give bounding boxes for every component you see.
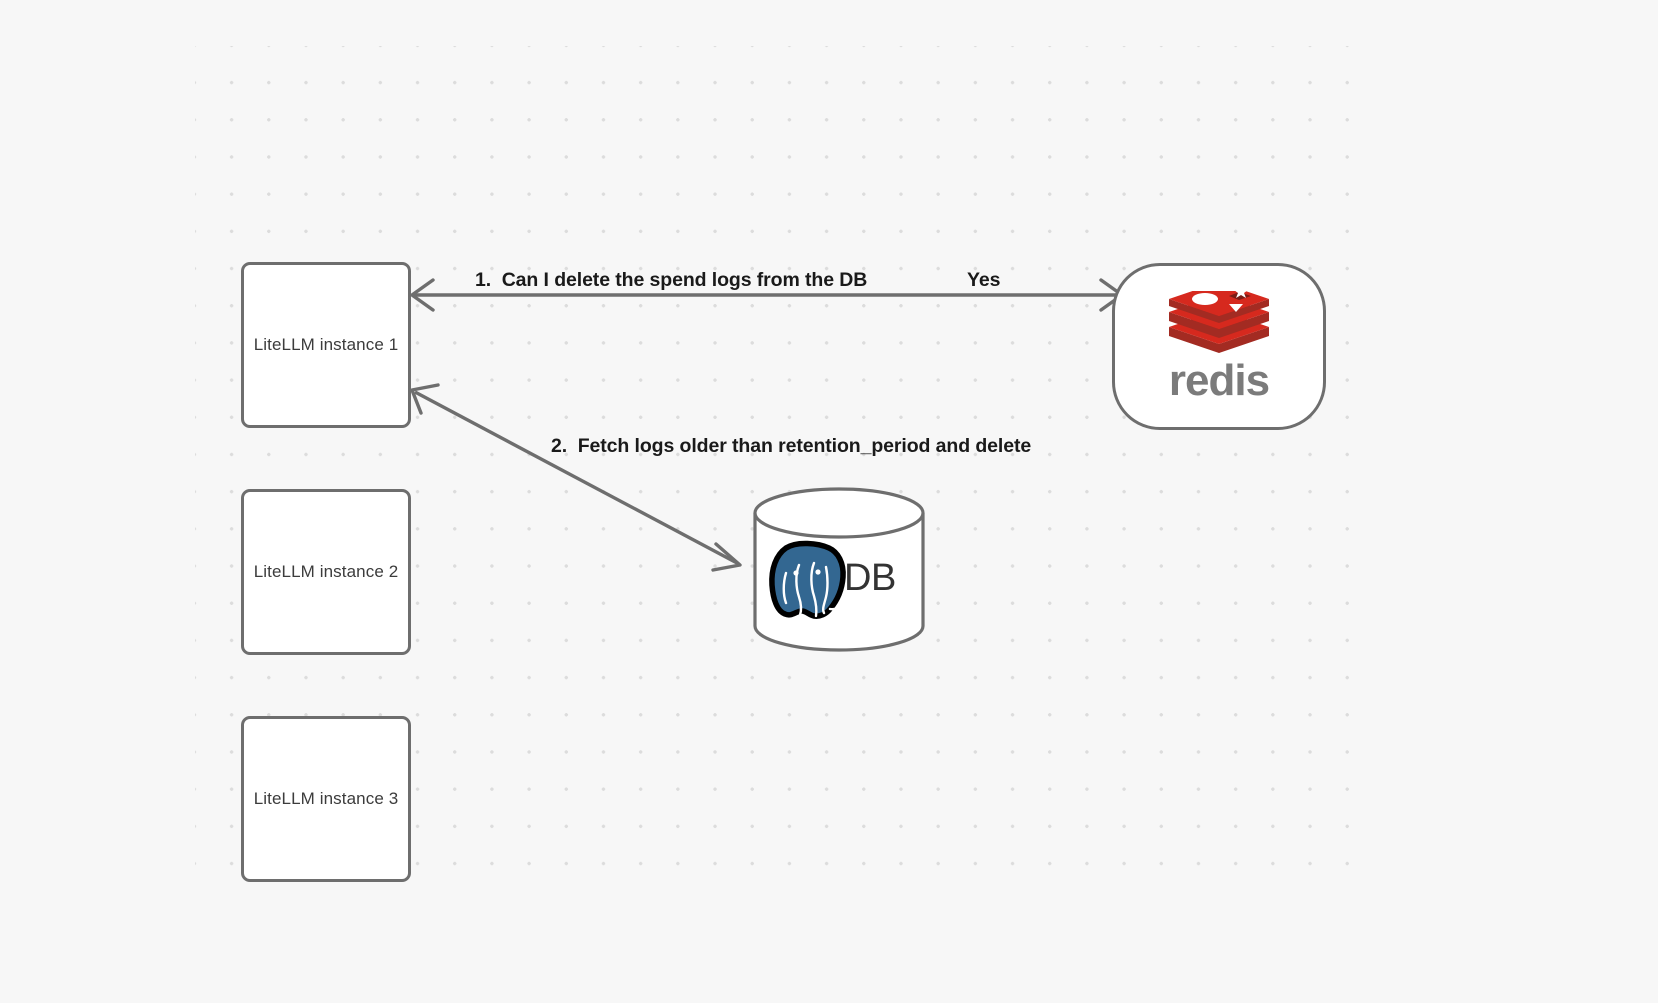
database-label: DB <box>844 557 896 599</box>
redis-wordmark: redis <box>1168 355 1270 405</box>
node-litellm-instance-1-label: LiteLLM instance 1 <box>253 335 399 354</box>
edge-label-1: 1. Can I delete the spend logs from the … <box>475 269 868 291</box>
node-litellm-instance-2[interactable]: LiteLLM instance 2 <box>241 489 411 655</box>
node-litellm-instance-3[interactable]: LiteLLM instance 3 <box>241 716 411 882</box>
node-litellm-instance-2-label: LiteLLM instance 2 <box>253 562 399 581</box>
arrowhead-upleft <box>410 383 440 415</box>
redis-logo-icon <box>1169 290 1269 353</box>
arrowhead-downright <box>711 542 742 572</box>
node-litellm-instance-3-label: LiteLLM instance 3 <box>253 789 399 808</box>
arrowhead-left <box>410 278 435 312</box>
edge-label-2: 2. Fetch logs older than retention_perio… <box>551 435 1032 457</box>
node-database[interactable]: DB <box>752 487 926 652</box>
postgresql-elephant-icon <box>769 540 846 619</box>
node-redis[interactable]: redis <box>1112 263 1326 430</box>
edge-label-1-reply: Yes <box>967 269 1001 291</box>
node-litellm-instance-1[interactable]: LiteLLM instance 1 <box>241 262 411 428</box>
edge-db-litellm1[interactable] <box>410 383 742 572</box>
